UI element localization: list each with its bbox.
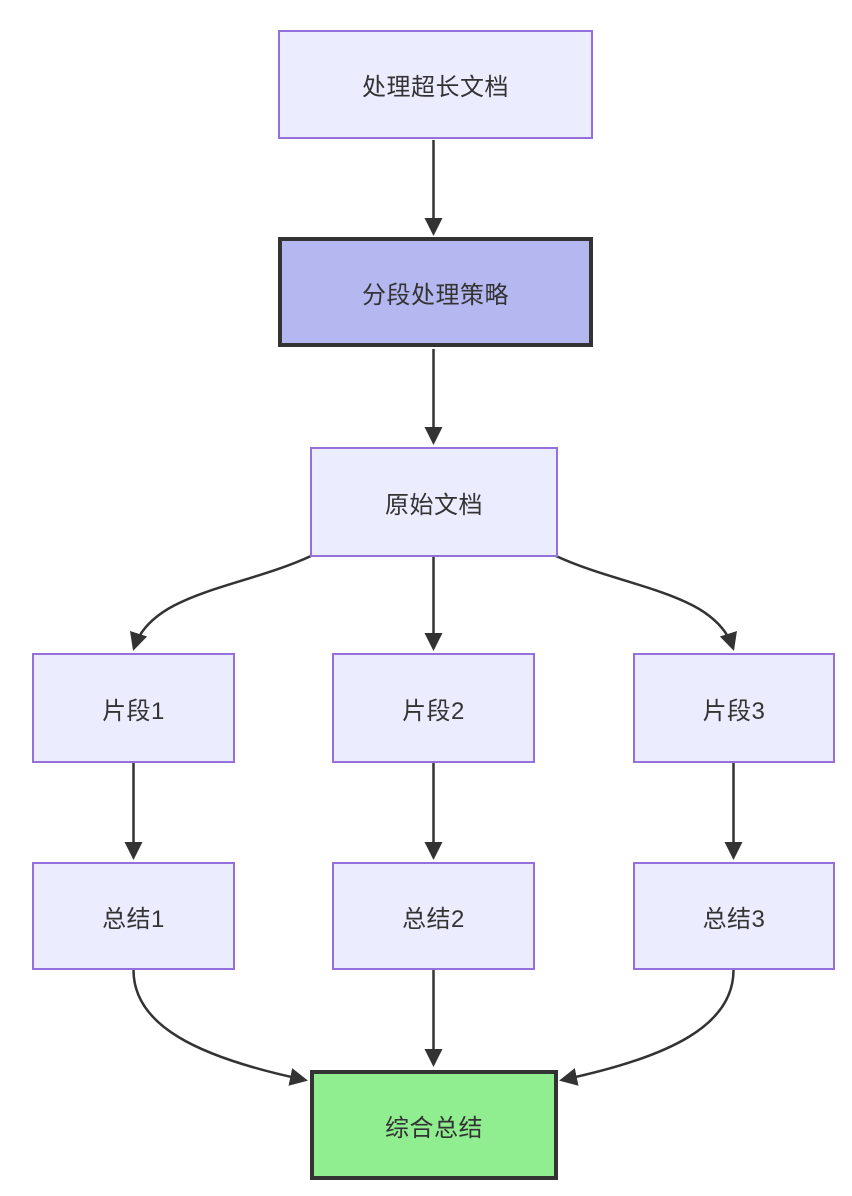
node-summary-3-label: 总结3 xyxy=(702,905,766,933)
node-final-summary-label: 综合总结 xyxy=(385,1114,483,1142)
node-segment-3: 片段3 xyxy=(633,653,835,763)
node-segment-2: 片段2 xyxy=(332,653,535,763)
edge-original-doc-to-segment-1 xyxy=(130,554,312,651)
node-original-doc-label: 原始文档 xyxy=(385,491,483,519)
node-process-long-doc: 处理超长文档 xyxy=(278,30,593,139)
node-segmentation-strategy-label: 分段处理策略 xyxy=(362,281,509,309)
node-summary-1-label: 总结1 xyxy=(102,905,165,933)
edge-summary-1-to-final-summary xyxy=(132,969,308,1086)
edge-original-doc-to-segment-3 xyxy=(555,554,737,651)
node-segment-2-label: 片段2 xyxy=(402,697,465,725)
node-segmentation-strategy: 分段处理策略 xyxy=(278,237,593,347)
node-segment-1: 片段1 xyxy=(32,653,235,763)
node-original-doc: 原始文档 xyxy=(310,447,558,557)
node-summary-2-label: 总结2 xyxy=(402,905,465,933)
edge-summary-3-to-final-summary xyxy=(559,969,735,1086)
node-segment-3-label: 片段3 xyxy=(702,697,766,725)
node-segment-1-label: 片段1 xyxy=(102,697,165,725)
node-summary-2: 总结2 xyxy=(332,862,535,970)
node-summary-1: 总结1 xyxy=(32,862,235,970)
node-final-summary: 综合总结 xyxy=(310,1070,558,1180)
node-process-long-doc-label: 处理超长文档 xyxy=(362,74,509,101)
node-summary-3: 总结3 xyxy=(633,862,835,970)
